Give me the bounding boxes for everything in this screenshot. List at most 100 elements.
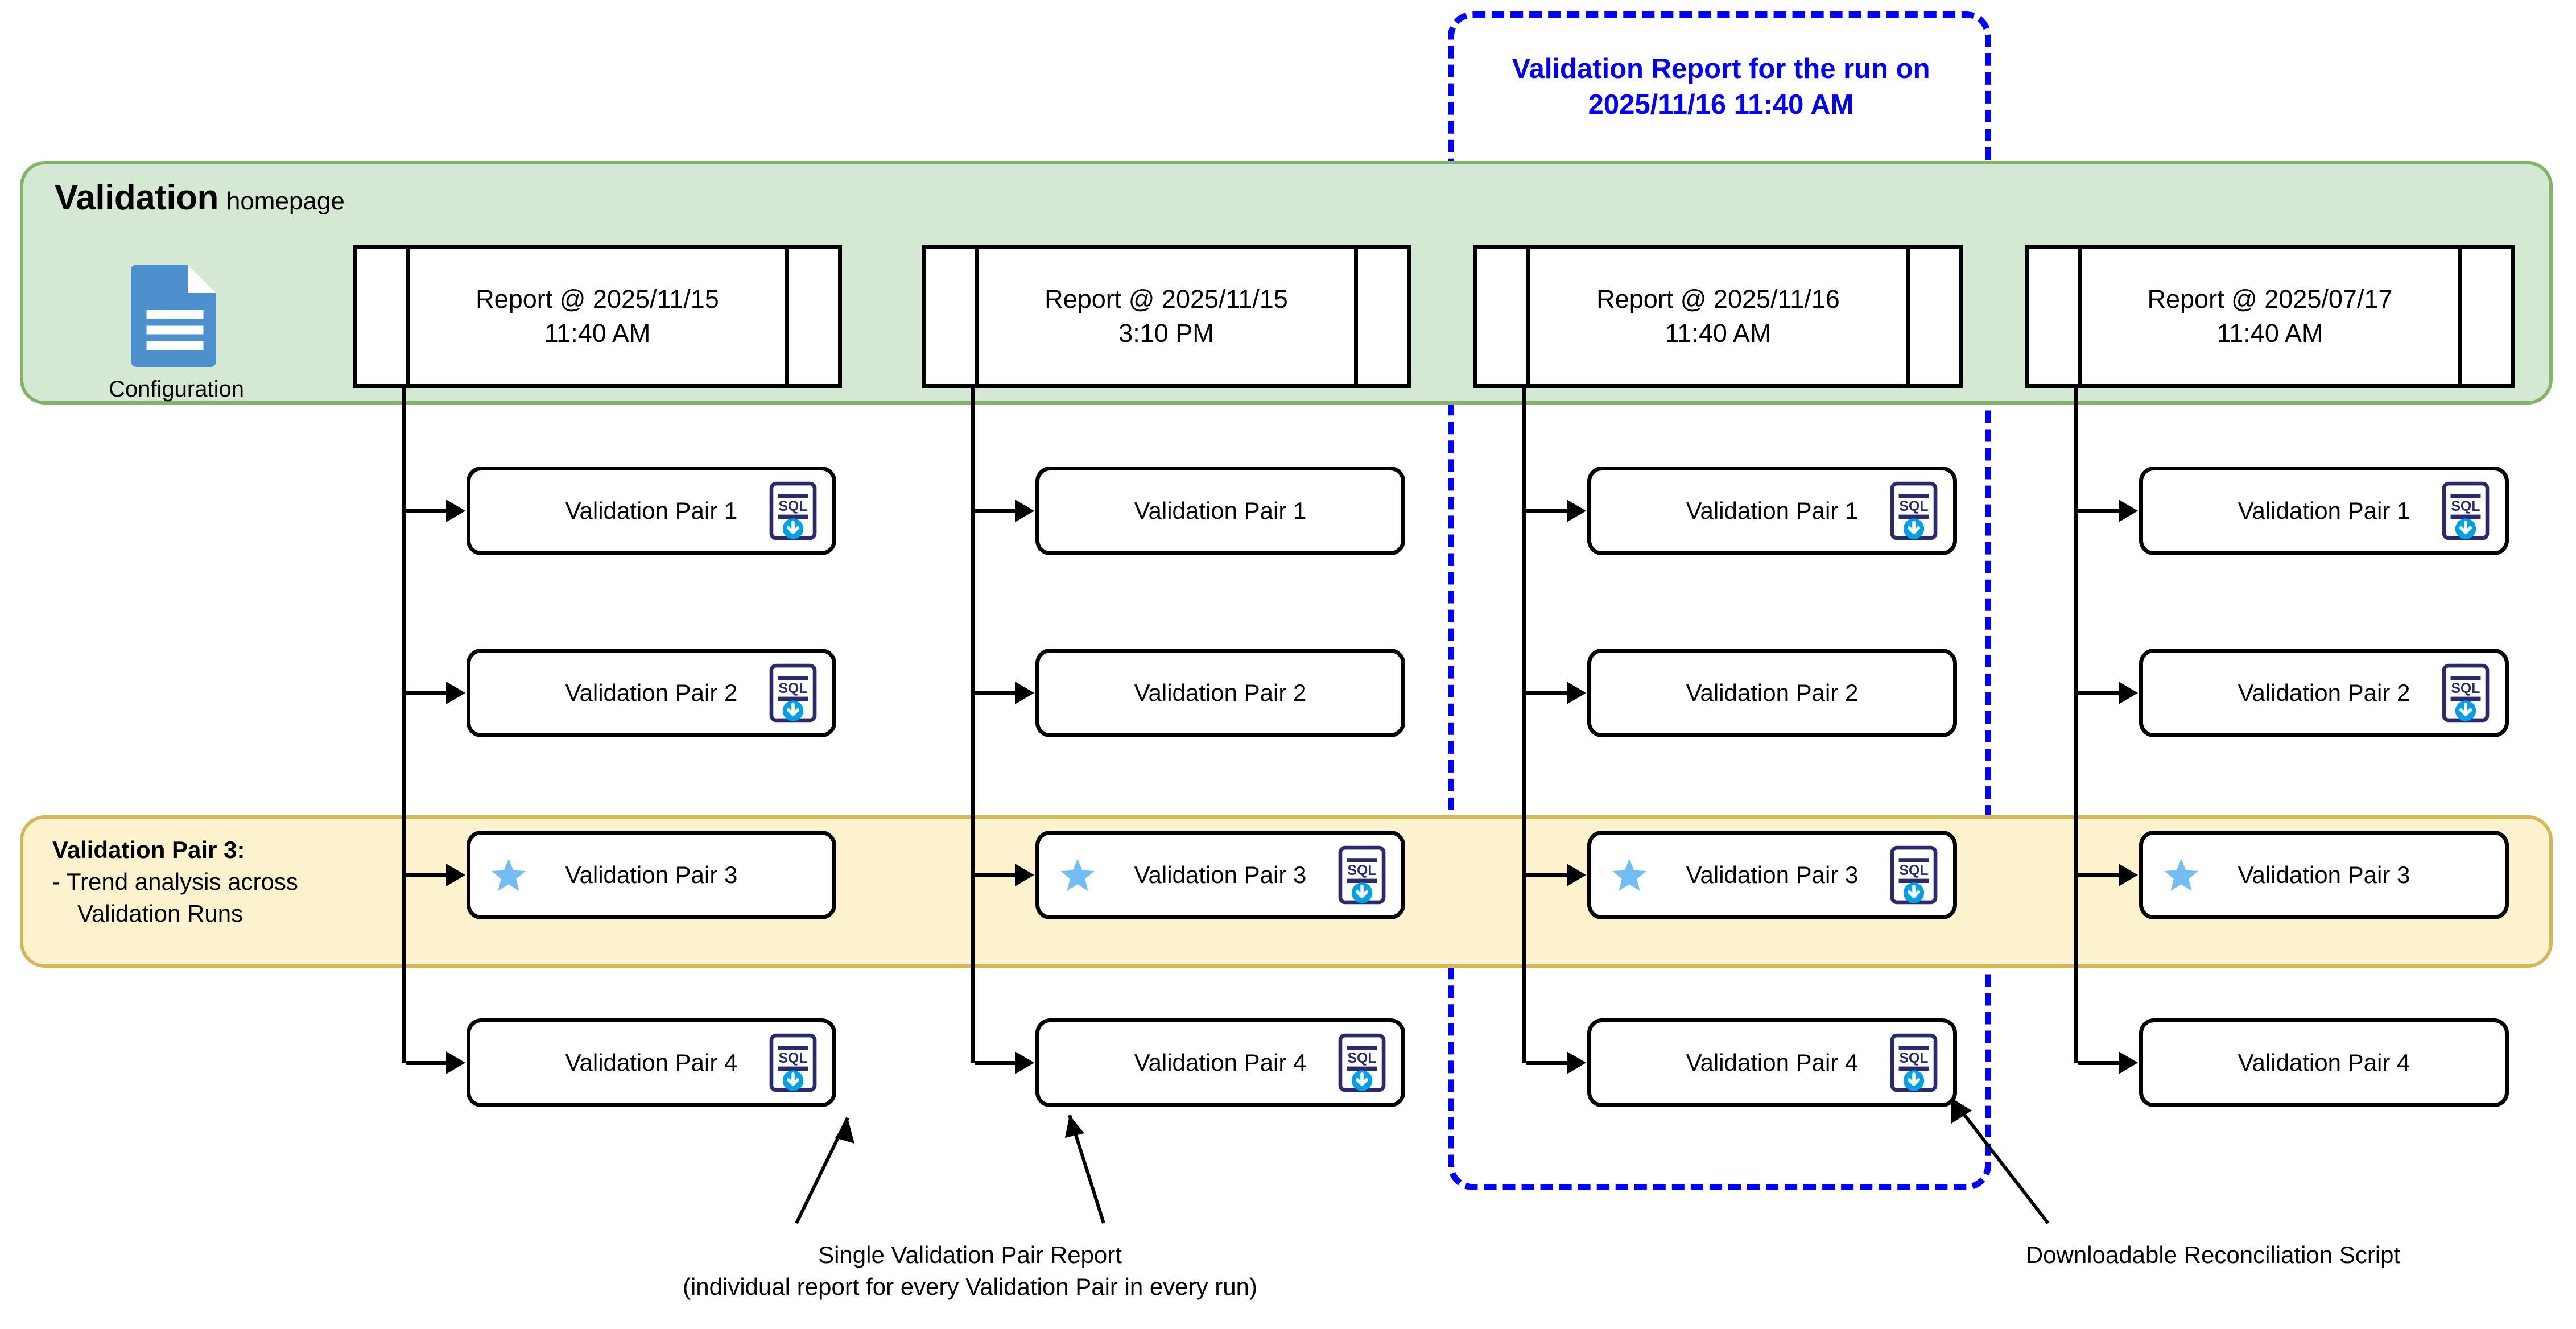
report-line-2: 11:40 AM xyxy=(1665,319,1772,348)
annotation-left-line-2: (individual report for every Validation … xyxy=(682,1273,1257,1300)
validation-pair-card-r4-c4[interactable]: Validation Pair 4 xyxy=(2139,1018,2509,1107)
branch-line-col-3-row-4 xyxy=(1526,1061,1568,1065)
svg-text:SQL: SQL xyxy=(1900,863,1929,878)
sql-download-icon[interactable]: SQL xyxy=(769,663,818,723)
validation-pair-card-r4-c1[interactable]: Validation Pair 4 SQL xyxy=(467,1018,836,1107)
validation-pair-card-r4-c2[interactable]: Validation Pair 4 SQL xyxy=(1035,1018,1405,1107)
sql-download-icon[interactable]: SQL xyxy=(1337,845,1386,905)
sql-download-icon[interactable]: SQL xyxy=(1889,481,1938,540)
pair3-note-line-3: Validation Runs xyxy=(77,900,243,927)
sql-download-icon[interactable]: SQL xyxy=(1889,845,1938,905)
branch-line-col-4-row-3 xyxy=(2078,873,2120,877)
validation-pair-label: Validation Pair 3 xyxy=(1686,861,1859,888)
validation-pair-card-r1-c1[interactable]: Validation Pair 1 SQL xyxy=(467,467,836,555)
branch-arrow-col-3-row-1 xyxy=(1567,500,1586,522)
trunk-line-col-1 xyxy=(402,388,406,1063)
validation-pair-label: Validation Pair 4 xyxy=(565,1049,738,1076)
validation-pair-label: Validation Pair 1 xyxy=(1686,497,1859,524)
sql-download-icon[interactable]: SQL xyxy=(2441,481,2490,540)
report-card-3[interactable]: Report @ 2025/11/16 11:40 AM xyxy=(1473,245,1963,388)
branch-arrow-col-1-row-3 xyxy=(446,864,465,886)
validation-pair-label: Validation Pair 4 xyxy=(1134,1049,1307,1076)
branch-line-col-4-row-4 xyxy=(2078,1061,2120,1065)
report-line-1: Report @ 2025/07/17 xyxy=(2147,284,2393,313)
validation-pair-card-r2-c4[interactable]: Validation Pair 2 SQL xyxy=(2139,649,2509,737)
homepage-title-normal: homepage xyxy=(226,187,345,215)
report-card-2[interactable]: Report @ 2025/11/15 3:10 PM xyxy=(922,245,1411,388)
report-line-1: Report @ 2025/11/15 xyxy=(1045,284,1288,313)
report-card-4[interactable]: Report @ 2025/07/17 11:40 AM xyxy=(2025,245,2515,388)
sql-download-icon[interactable]: SQL xyxy=(769,481,818,540)
validation-pair-label: Validation Pair 2 xyxy=(1686,679,1859,706)
svg-text:SQL: SQL xyxy=(2451,499,2480,514)
star-icon xyxy=(2164,859,2198,891)
validation-pair-card-r2-c1[interactable]: Validation Pair 2 SQL xyxy=(467,649,836,737)
report-divider-right xyxy=(1354,249,1358,384)
branch-line-col-3-row-3 xyxy=(1526,873,1568,877)
validation-pair-label: Validation Pair 2 xyxy=(1134,679,1307,706)
pair3-note-heading: Validation Pair 3: xyxy=(52,836,245,863)
validation-report-callout-label: Validation Report for the run on 2025/11… xyxy=(1456,51,1985,123)
sql-download-icon[interactable]: SQL xyxy=(769,1033,818,1092)
validation-pair-label: Validation Pair 1 xyxy=(565,497,738,524)
validation-pair-card-r3-c1[interactable]: Validation Pair 3 xyxy=(467,831,836,919)
validation-pair-card-r3-c3[interactable]: Validation Pair 3 SQL xyxy=(1587,831,1957,919)
svg-text:SQL: SQL xyxy=(779,499,808,514)
branch-line-col-3-row-2 xyxy=(1526,691,1568,695)
report-divider-right xyxy=(785,249,789,384)
validation-pair-card-r1-c4[interactable]: Validation Pair 1 SQL xyxy=(2139,467,2509,555)
branch-arrow-col-4-row-1 xyxy=(2119,500,2138,522)
validation-pair-label: Validation Pair 3 xyxy=(2238,861,2410,888)
trunk-line-col-2 xyxy=(971,388,975,1063)
validation-pair-label: Validation Pair 1 xyxy=(1134,497,1307,524)
sql-download-icon[interactable]: SQL xyxy=(1337,1033,1386,1092)
report-line-2: 3:10 PM xyxy=(1118,319,1214,348)
branch-arrow-col-2-row-3 xyxy=(1015,864,1034,886)
branch-line-col-4-row-1 xyxy=(2078,509,2120,513)
validation-pair-card-r1-c2[interactable]: Validation Pair 1 xyxy=(1035,467,1405,555)
document-icon xyxy=(131,265,216,367)
validation-pair-3-note: Validation Pair 3: - Trend analysis acro… xyxy=(52,834,298,930)
report-card-label: Report @ 2025/11/16 11:40 AM xyxy=(1539,282,1897,350)
report-card-label: Report @ 2025/07/17 11:40 AM xyxy=(2091,282,2450,350)
star-icon xyxy=(492,859,526,891)
svg-text:SQL: SQL xyxy=(779,1051,808,1066)
report-divider-left xyxy=(2078,249,2082,384)
trunk-line-col-4 xyxy=(2074,388,2078,1063)
branch-line-col-1-row-3 xyxy=(406,873,447,877)
branch-line-col-1-row-2 xyxy=(406,691,447,695)
branch-arrow-col-4-row-4 xyxy=(2119,1051,2138,1074)
report-line-1: Report @ 2025/11/16 xyxy=(1596,284,1840,313)
report-line-2: 11:40 AM xyxy=(2216,319,2323,348)
branch-line-col-1-row-4 xyxy=(406,1061,447,1065)
sql-download-icon[interactable]: SQL xyxy=(1889,1033,1938,1092)
svg-text:SQL: SQL xyxy=(1348,863,1377,878)
validation-pair-label: Validation Pair 2 xyxy=(2238,679,2410,706)
branch-line-col-3-row-1 xyxy=(1526,509,1568,513)
svg-text:SQL: SQL xyxy=(779,681,808,696)
validation-pair-label: Validation Pair 2 xyxy=(565,679,738,706)
report-divider-right xyxy=(1906,249,1910,384)
configuration-node[interactable]: Configuration xyxy=(108,262,245,402)
validation-pair-label: Validation Pair 1 xyxy=(2238,497,2410,524)
star-icon xyxy=(1612,859,1646,891)
configuration-label: Configuration xyxy=(109,377,244,402)
validation-pair-card-r2-c2[interactable]: Validation Pair 2 xyxy=(1035,649,1405,737)
branch-line-col-2-row-1 xyxy=(975,509,1016,513)
validation-pair-card-r2-c3[interactable]: Validation Pair 2 xyxy=(1587,649,1957,737)
validation-pair-card-r1-c3[interactable]: Validation Pair 1 SQL xyxy=(1587,467,1957,555)
svg-text:SQL: SQL xyxy=(1900,499,1929,514)
report-line-1: Report @ 2025/11/15 xyxy=(476,284,719,313)
branch-line-col-4-row-2 xyxy=(2078,691,2120,695)
branch-arrow-col-4-row-2 xyxy=(2119,682,2138,704)
validation-pair-card-r3-c4[interactable]: Validation Pair 3 xyxy=(2139,831,2509,919)
report-divider-left xyxy=(406,249,410,384)
report-divider-left xyxy=(1526,249,1530,384)
pair3-note-line-2: - Trend analysis across xyxy=(52,868,298,895)
sql-download-icon[interactable]: SQL xyxy=(2441,663,2490,723)
